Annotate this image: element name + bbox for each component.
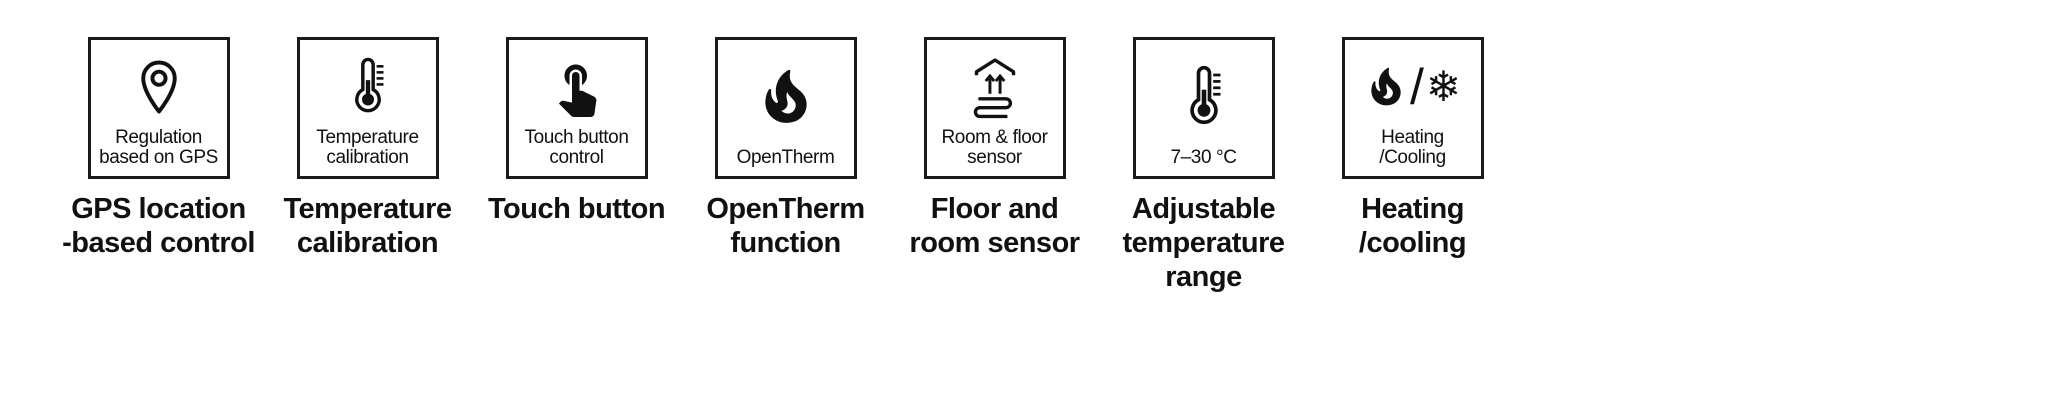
icon-area: / ❄ — [1345, 40, 1481, 128]
feature-box: / ❄ Heating /Cooling — [1341, 37, 1484, 179]
caption-line: room sensor — [909, 227, 1080, 259]
caption-line: Adjustable — [1131, 193, 1276, 225]
thermometer-icon — [354, 57, 383, 113]
box-label-line: Temperature — [316, 126, 419, 148]
flame-icon — [1371, 67, 1401, 106]
box-label-line: calibration — [326, 147, 409, 169]
flame-icon — [764, 70, 807, 124]
box-label: OpenTherm — [718, 148, 854, 176]
caption-line: temperature — [1122, 227, 1285, 259]
feature-box: OpenTherm — [714, 37, 857, 179]
feature-strip: Regulation based on GPS GPS location -ba… — [54, 37, 1517, 294]
feature-box: Regulation based on GPS — [87, 37, 230, 179]
caption: Floor and room sensor — [909, 192, 1080, 260]
box-label-line: Heating — [1381, 126, 1444, 148]
box-label: Room & floor sensor — [927, 126, 1063, 176]
caption-line: Temperature — [283, 193, 452, 225]
caption-line: Touch button — [487, 193, 666, 225]
flame-snowflake-icon: / ❄ — [1364, 62, 1461, 112]
caption: Temperature calibration — [283, 192, 452, 260]
caption-line: -based control — [62, 227, 255, 259]
box-label: Temperature calibration — [300, 126, 436, 176]
caption: Touch button — [487, 192, 666, 226]
caption-line: range — [1165, 261, 1242, 293]
feature-box: Touch button control — [505, 37, 648, 179]
slash-divider: / — [1409, 58, 1424, 115]
feature-item-touch: Touch button control Touch button — [472, 37, 681, 226]
box-label-line: Touch button — [524, 126, 629, 148]
feature-item-opentherm: OpenTherm OpenTherm function — [681, 37, 890, 260]
icon-area — [927, 40, 1063, 128]
caption-line: GPS location — [71, 193, 246, 225]
caption-line: OpenTherm — [706, 193, 865, 225]
box-label: Touch button control — [509, 126, 645, 176]
thermometer-icon — [1189, 66, 1220, 125]
touch-hand-icon — [558, 64, 596, 117]
caption-line: Floor and — [930, 193, 1059, 225]
icon-area — [300, 40, 436, 128]
caption: Adjustable temperature range — [1122, 192, 1285, 294]
caption: Heating /cooling — [1358, 192, 1467, 260]
box-label-line: Regulation — [115, 126, 202, 148]
feature-item-floor-sensor: Room & floor sensor Floor and room senso… — [890, 37, 1099, 260]
box-label-line: /Cooling — [1379, 147, 1446, 169]
feature-box: 7–30 °C — [1132, 37, 1275, 179]
caption-line: calibration — [296, 227, 439, 259]
icon-area — [718, 40, 854, 148]
box-label: 7–30 °C — [1136, 148, 1272, 176]
box-label-line: based on GPS — [99, 147, 218, 169]
box-label-line: Room & floor — [941, 126, 1048, 148]
gps-pin-icon — [140, 60, 177, 114]
feature-item-heating-cooling: / ❄ Heating /Cooling Heating /cooling — [1308, 37, 1517, 260]
caption: GPS location -based control — [62, 192, 255, 260]
feature-item-gps: Regulation based on GPS GPS location -ba… — [54, 37, 263, 260]
feature-box: Temperature calibration — [296, 37, 439, 179]
icon-area — [1136, 40, 1272, 148]
icon-area — [509, 40, 645, 128]
roof-arrows-floor-icon — [973, 58, 1015, 119]
caption-line: function — [730, 227, 841, 259]
box-label: Regulation based on GPS — [91, 126, 227, 176]
snowflake-icon: ❄ — [1425, 62, 1462, 110]
feature-box: Room & floor sensor — [923, 37, 1066, 179]
caption-line: /cooling — [1358, 227, 1467, 259]
box-label: Heating /Cooling — [1345, 126, 1481, 176]
box-label-line: control — [549, 147, 604, 169]
caption-line: Heating — [1361, 193, 1464, 225]
feature-item-calibration: Temperature calibration Temperature cali… — [263, 37, 472, 260]
feature-item-temp-range: 7–30 °C Adjustable temperature range — [1099, 37, 1308, 294]
box-label-line: 7–30 °C — [1170, 147, 1237, 169]
box-label-line: sensor — [967, 147, 1022, 169]
caption: OpenTherm function — [706, 192, 865, 260]
icon-area — [91, 40, 227, 128]
box-label-line: OpenTherm — [736, 147, 835, 169]
